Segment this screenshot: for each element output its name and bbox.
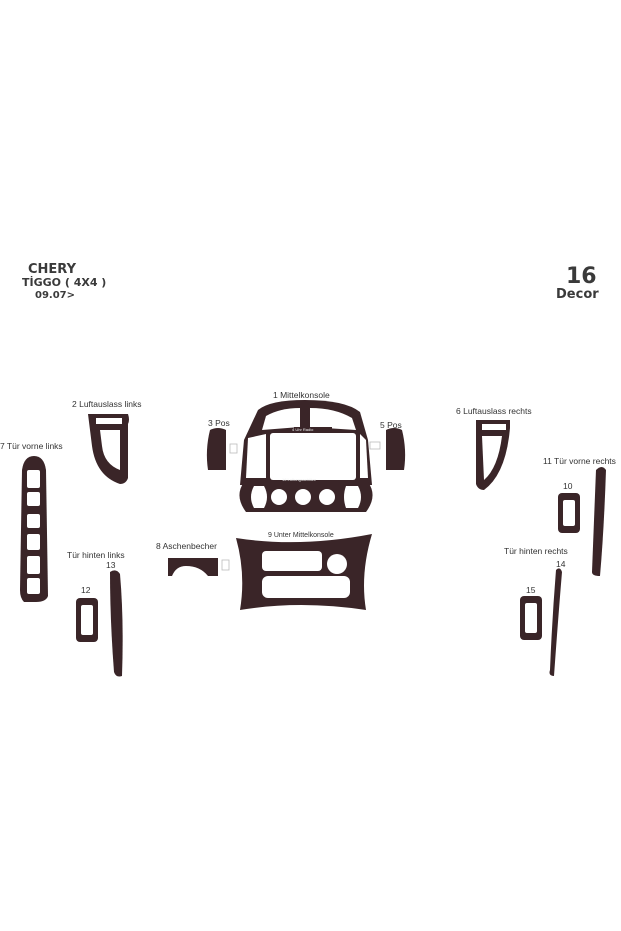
- label-door-rear-left: Tür hinten links: [67, 550, 125, 560]
- date-range: 09.07>: [35, 290, 76, 301]
- part-11-front-right-door-strip: [592, 467, 606, 576]
- part-12-window-switch-left: [76, 598, 98, 642]
- label-part-14: 14: [556, 559, 566, 569]
- part-15-rear-right-switch: [520, 596, 542, 640]
- label-part-3: 3 Pos: [208, 418, 230, 428]
- part-7-front-left-door: [20, 456, 48, 602]
- part-1-center-console: [239, 400, 373, 512]
- label-part-9: 9 Unter Mittelkonsole: [268, 532, 334, 539]
- label-part-6: 6 Luftauslass rechts: [456, 406, 532, 416]
- label-part-12: 12: [81, 585, 91, 595]
- part-2-left-air-vent: [88, 414, 129, 484]
- label-part-16: 16 Luftungsschlitze: [282, 477, 317, 482]
- model-title: TİGGO ( 4X4 ): [22, 276, 107, 289]
- label-door-rear-right: Tür hinten rechts: [504, 546, 568, 556]
- label-part-1: 1 Mittelkonsole: [273, 390, 330, 400]
- part-13-rear-left-door-strip: [110, 570, 123, 677]
- label-part-15: 15: [526, 585, 536, 595]
- part-14-rear-right-door-strip: [549, 568, 562, 676]
- label-part-8: 8 Aschenbecher: [156, 541, 217, 551]
- brand-title: CHERY: [28, 262, 77, 277]
- set-type: Decor: [556, 287, 599, 302]
- label-part-5: 5 Pos: [380, 420, 402, 430]
- label-part-11: 11 Tür vorne rechts: [543, 456, 616, 466]
- label-part-2: 2 Luftauslass links: [72, 399, 142, 409]
- label-part-4: 4 Uhr Radio: [292, 427, 314, 432]
- label-part-13: 13: [106, 560, 116, 570]
- label-part-7: 7 Tür vorne links: [0, 441, 63, 451]
- part-10-window-switch-right: [558, 493, 580, 533]
- part-6-right-air-vent: [476, 420, 510, 490]
- part-8-ashtray: [168, 558, 230, 576]
- part-5-pos-right: [369, 428, 406, 470]
- set-count: 16: [566, 264, 597, 289]
- part-9-lower-center-console: [236, 534, 372, 610]
- label-part-10: 10: [563, 481, 573, 491]
- part-3-pos-left: [206, 428, 238, 470]
